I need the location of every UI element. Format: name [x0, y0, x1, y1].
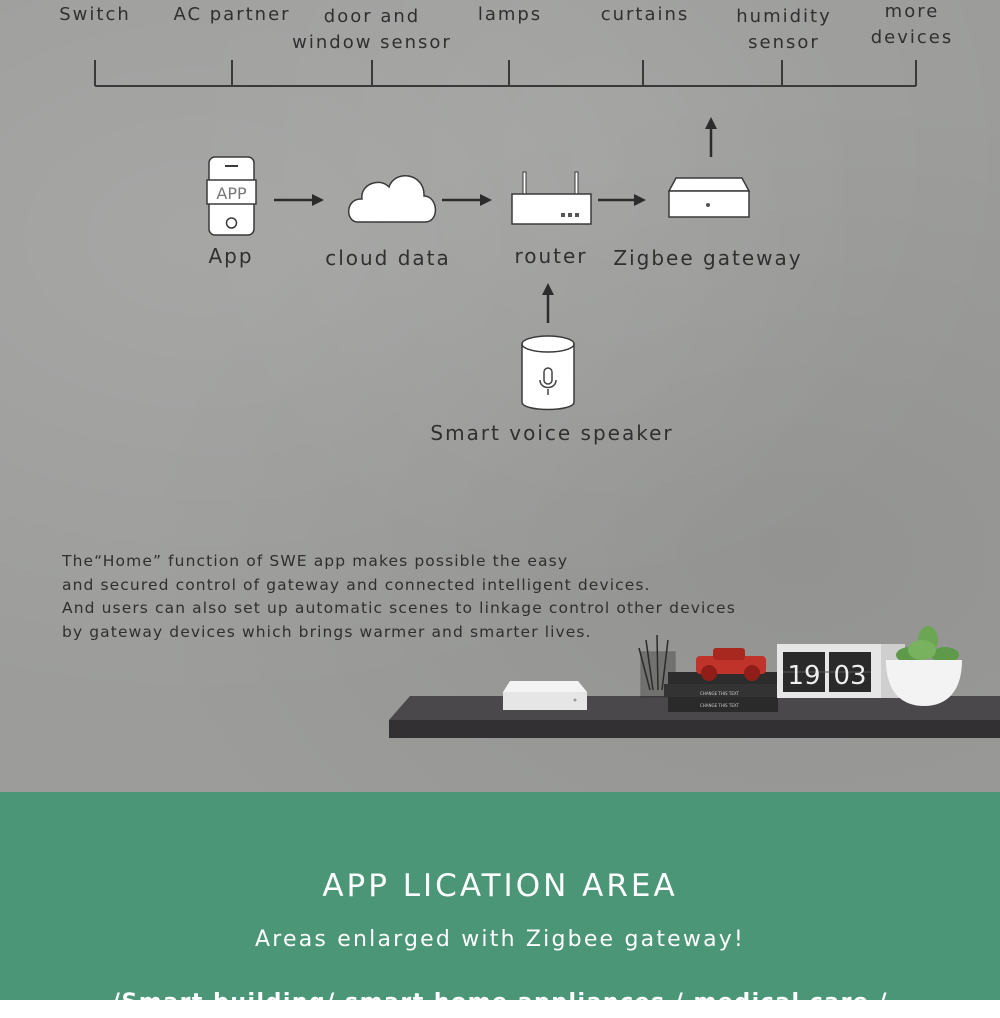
- device-label-switch: Switch: [59, 4, 131, 25]
- description-line: and secured control of gateway and conne…: [62, 575, 651, 594]
- shelf-front: [389, 720, 1000, 738]
- description-line: The“Home” function of SWE app makes poss…: [62, 552, 569, 570]
- device-label-humidity-sensor: humidity sensor: [736, 6, 832, 53]
- router-icon: [511, 171, 592, 225]
- device-label-lamps: lamps: [477, 4, 543, 25]
- gateway-icon: [667, 177, 751, 218]
- device-label-ac-partner: AC partner: [173, 4, 291, 25]
- svg-text:CHANGE THIS TEXT: CHANGE THIS TEXT: [700, 691, 740, 696]
- label-smart-voice-speaker: Smart voice speaker: [430, 421, 674, 445]
- desk-scene: CHANGE THIS TEXT CHANGE THIS TEXT 19 03: [389, 626, 1000, 738]
- device-bracket: [94, 60, 917, 87]
- label-app: App: [208, 244, 254, 268]
- succulent-plant: [886, 626, 962, 706]
- device-label-more-devices: more devices: [870, 1, 954, 48]
- label-cloud-data: cloud data: [325, 246, 451, 270]
- svg-text:CHANGE THIS TEXT: CHANGE THIS TEXT: [700, 703, 740, 708]
- device-label-curtains: curtains: [600, 4, 690, 25]
- application-area-band: [0, 792, 1000, 1000]
- concrete-wall-background: [0, 0, 1000, 792]
- description-line: by gateway devices which brings warmer a…: [62, 622, 592, 641]
- label-zigbee-gateway: Zigbee gateway: [613, 246, 803, 270]
- flip-clock: 19 03: [777, 644, 905, 698]
- gateway-device-photo: [503, 681, 587, 710]
- clock-hours: 19: [787, 661, 820, 691]
- clock-minutes: 03: [833, 661, 866, 691]
- book-stack: CHANGE THIS TEXT CHANGE THIS TEXT: [664, 672, 782, 712]
- diagram-graphics: APP: [94, 60, 1000, 738]
- flow-arrows: [274, 117, 717, 323]
- toy-car: [696, 648, 766, 681]
- device-label-door-window-sensor: door and window sensor: [292, 6, 452, 53]
- description-paragraph: The“Home” function of SWE app makes poss…: [62, 550, 736, 644]
- cloud-icon: [348, 175, 437, 223]
- application-area-footer: /Smart building/ smart home appliances /…: [111, 990, 889, 1015]
- app-icon-text: APP: [216, 184, 247, 203]
- application-area-subtitle: Areas enlarged with Zigbee gateway!: [254, 927, 746, 952]
- speaker-icon: [521, 335, 575, 411]
- description-line: And users can also set up automatic scen…: [62, 599, 736, 617]
- application-area-title: APP LICATION AREA: [322, 868, 678, 904]
- phone-icon: APP: [206, 156, 257, 236]
- label-router: router: [514, 244, 588, 268]
